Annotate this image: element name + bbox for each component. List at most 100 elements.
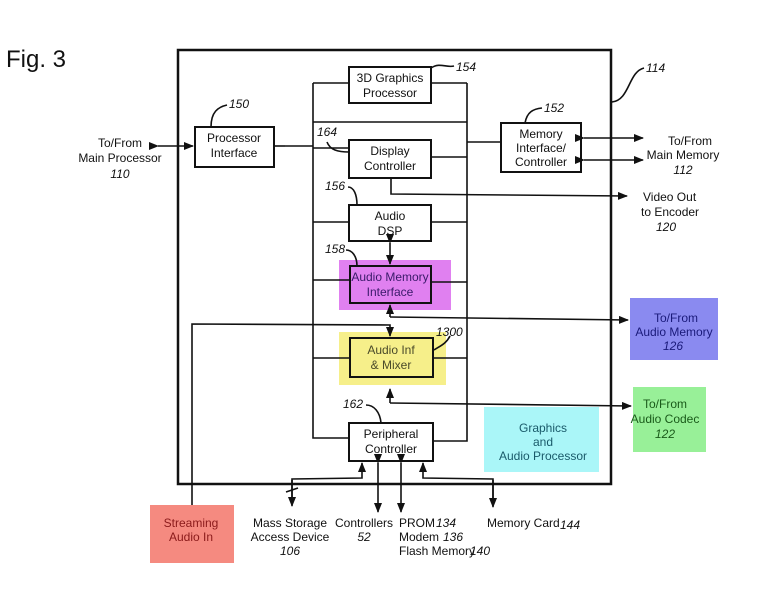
external-label: To/From <box>643 397 687 411</box>
block-label: Interface/ <box>516 141 567 155</box>
block-label: Audio Memory <box>351 270 428 284</box>
leader-1300 <box>433 335 451 351</box>
block-processor-interface: Processor Interface <box>194 126 275 168</box>
ref-144: 144 <box>560 518 580 532</box>
block-label: Audio <box>375 209 406 223</box>
external-label: To/From <box>98 136 142 150</box>
graphics-audio-processor-area <box>484 407 599 472</box>
bus-width-tick <box>285 487 299 493</box>
external-audio-codec: To/From Audio Codec 122 <box>631 397 700 441</box>
block-label: DSP <box>378 224 403 238</box>
block-3d-graphics-processor: 3D Graphics Processor <box>348 66 432 104</box>
leader-164 <box>326 141 350 153</box>
ref-158: 158 <box>325 242 345 256</box>
leader-156 <box>347 186 358 206</box>
block-memory-interface-controller: Memory Interface/ Controller <box>500 122 582 173</box>
right-bus <box>434 83 468 442</box>
block-display-controller: Display Controller <box>348 139 432 179</box>
ref-136: 136 <box>443 530 463 544</box>
block-label: Processor <box>207 131 261 145</box>
block-audio-mixer: Audio Inf & Mixer <box>349 337 434 378</box>
ref-114: 114 <box>646 61 665 75</box>
ref-162: 162 <box>343 397 363 411</box>
external-memory-card: Memory Card 144 <box>487 516 580 532</box>
ref-122: 122 <box>655 427 675 441</box>
streaming-audio-link <box>191 323 394 505</box>
leader-162 <box>365 404 382 424</box>
leader-114 <box>611 67 645 103</box>
audio-codec-link <box>389 401 632 410</box>
external-label: Streaming <box>164 516 219 530</box>
external-label: Flash Memory <box>399 544 475 558</box>
external-label: Access Device <box>251 530 330 544</box>
ref-1300: 1300 <box>436 325 463 339</box>
external-prom-modem-flash: PROM 134 Modem 136 Flash Memory 140 <box>399 516 490 558</box>
block-label: Controller <box>364 159 416 173</box>
block-label: Audio Inf <box>367 343 415 357</box>
audio-codec-external-box <box>633 387 706 452</box>
figure-title: Fig. 3 <box>6 46 66 73</box>
ref-140: 140 <box>470 544 490 558</box>
external-streaming-audio-in: Streaming Audio In <box>164 516 219 544</box>
area-label: Audio Processor <box>499 449 587 463</box>
external-label: Memory Card <box>487 516 560 530</box>
external-label: Main Memory <box>647 148 720 162</box>
external-label: PROM <box>399 516 435 530</box>
external-label: to Encoder <box>641 205 699 219</box>
leader-154 <box>430 64 455 69</box>
block-peripheral-controller: Peripheral Controller <box>348 422 434 462</box>
ref-120: 120 <box>656 220 676 234</box>
external-label: Audio Memory <box>635 325 712 339</box>
leader-158 <box>345 249 358 267</box>
area-label: Graphics <box>519 421 567 435</box>
ref-110: 110 <box>110 167 129 181</box>
block-label: Memory <box>519 127 562 141</box>
area-label: and <box>533 435 553 449</box>
block-label: Peripheral <box>364 427 419 441</box>
block-label: Processor <box>363 86 417 100</box>
ref-152: 152 <box>544 101 564 115</box>
audio-memory-link <box>389 315 629 324</box>
leader-152 <box>524 107 543 124</box>
mass-storage-bus <box>291 462 366 502</box>
ref-126: 126 <box>663 339 683 353</box>
ref-134: 134 <box>436 516 456 530</box>
audio-memory-interface-highlight <box>339 260 451 310</box>
streaming-audio-box <box>150 505 234 563</box>
external-label: Audio In <box>169 530 213 544</box>
ref-164: 164 <box>317 125 337 139</box>
external-label: Mass Storage <box>253 516 327 530</box>
video-out-link <box>390 178 628 200</box>
external-video-out: Video Out to Encoder 120 <box>641 190 699 234</box>
graphics-audio-processor-label: Graphics and Audio Processor <box>499 421 587 463</box>
block-audio-memory-interface: Audio Memory Interface <box>349 265 432 304</box>
external-label: Video Out <box>643 190 697 204</box>
external-label: Modem <box>399 530 439 544</box>
external-label: Main Processor <box>78 151 161 165</box>
external-label: Controllers <box>335 516 393 530</box>
block-label: 3D Graphics <box>357 71 424 85</box>
audio-memory-external-box <box>630 298 718 360</box>
graphics-audio-processor-block <box>176 48 613 486</box>
ref-154: 154 <box>456 60 476 74</box>
external-label: To/From <box>668 134 712 148</box>
block-label: Controller <box>515 155 567 169</box>
external-main-memory: To/From Main Memory 112 <box>647 134 720 177</box>
block-label: Controller <box>365 442 417 456</box>
ref-106: 106 <box>280 544 300 558</box>
block-label: Interface <box>211 146 258 160</box>
ref-52: 52 <box>357 530 371 544</box>
external-mass-storage: Mass Storage Access Device 106 <box>251 516 330 558</box>
block-audio-dsp: Audio DSP <box>348 204 432 242</box>
block-label: Interface <box>367 285 414 299</box>
ref-112: 112 <box>673 163 692 177</box>
external-audio-memory: To/From Audio Memory 126 <box>635 311 712 353</box>
ref-156: 156 <box>325 179 345 193</box>
block-label: Display <box>370 144 409 158</box>
ref-150: 150 <box>229 97 249 111</box>
external-label: To/From <box>654 311 698 325</box>
external-controllers: Controllers 52 <box>335 516 393 544</box>
block-label: & Mixer <box>371 358 412 372</box>
leader-150 <box>210 104 228 128</box>
